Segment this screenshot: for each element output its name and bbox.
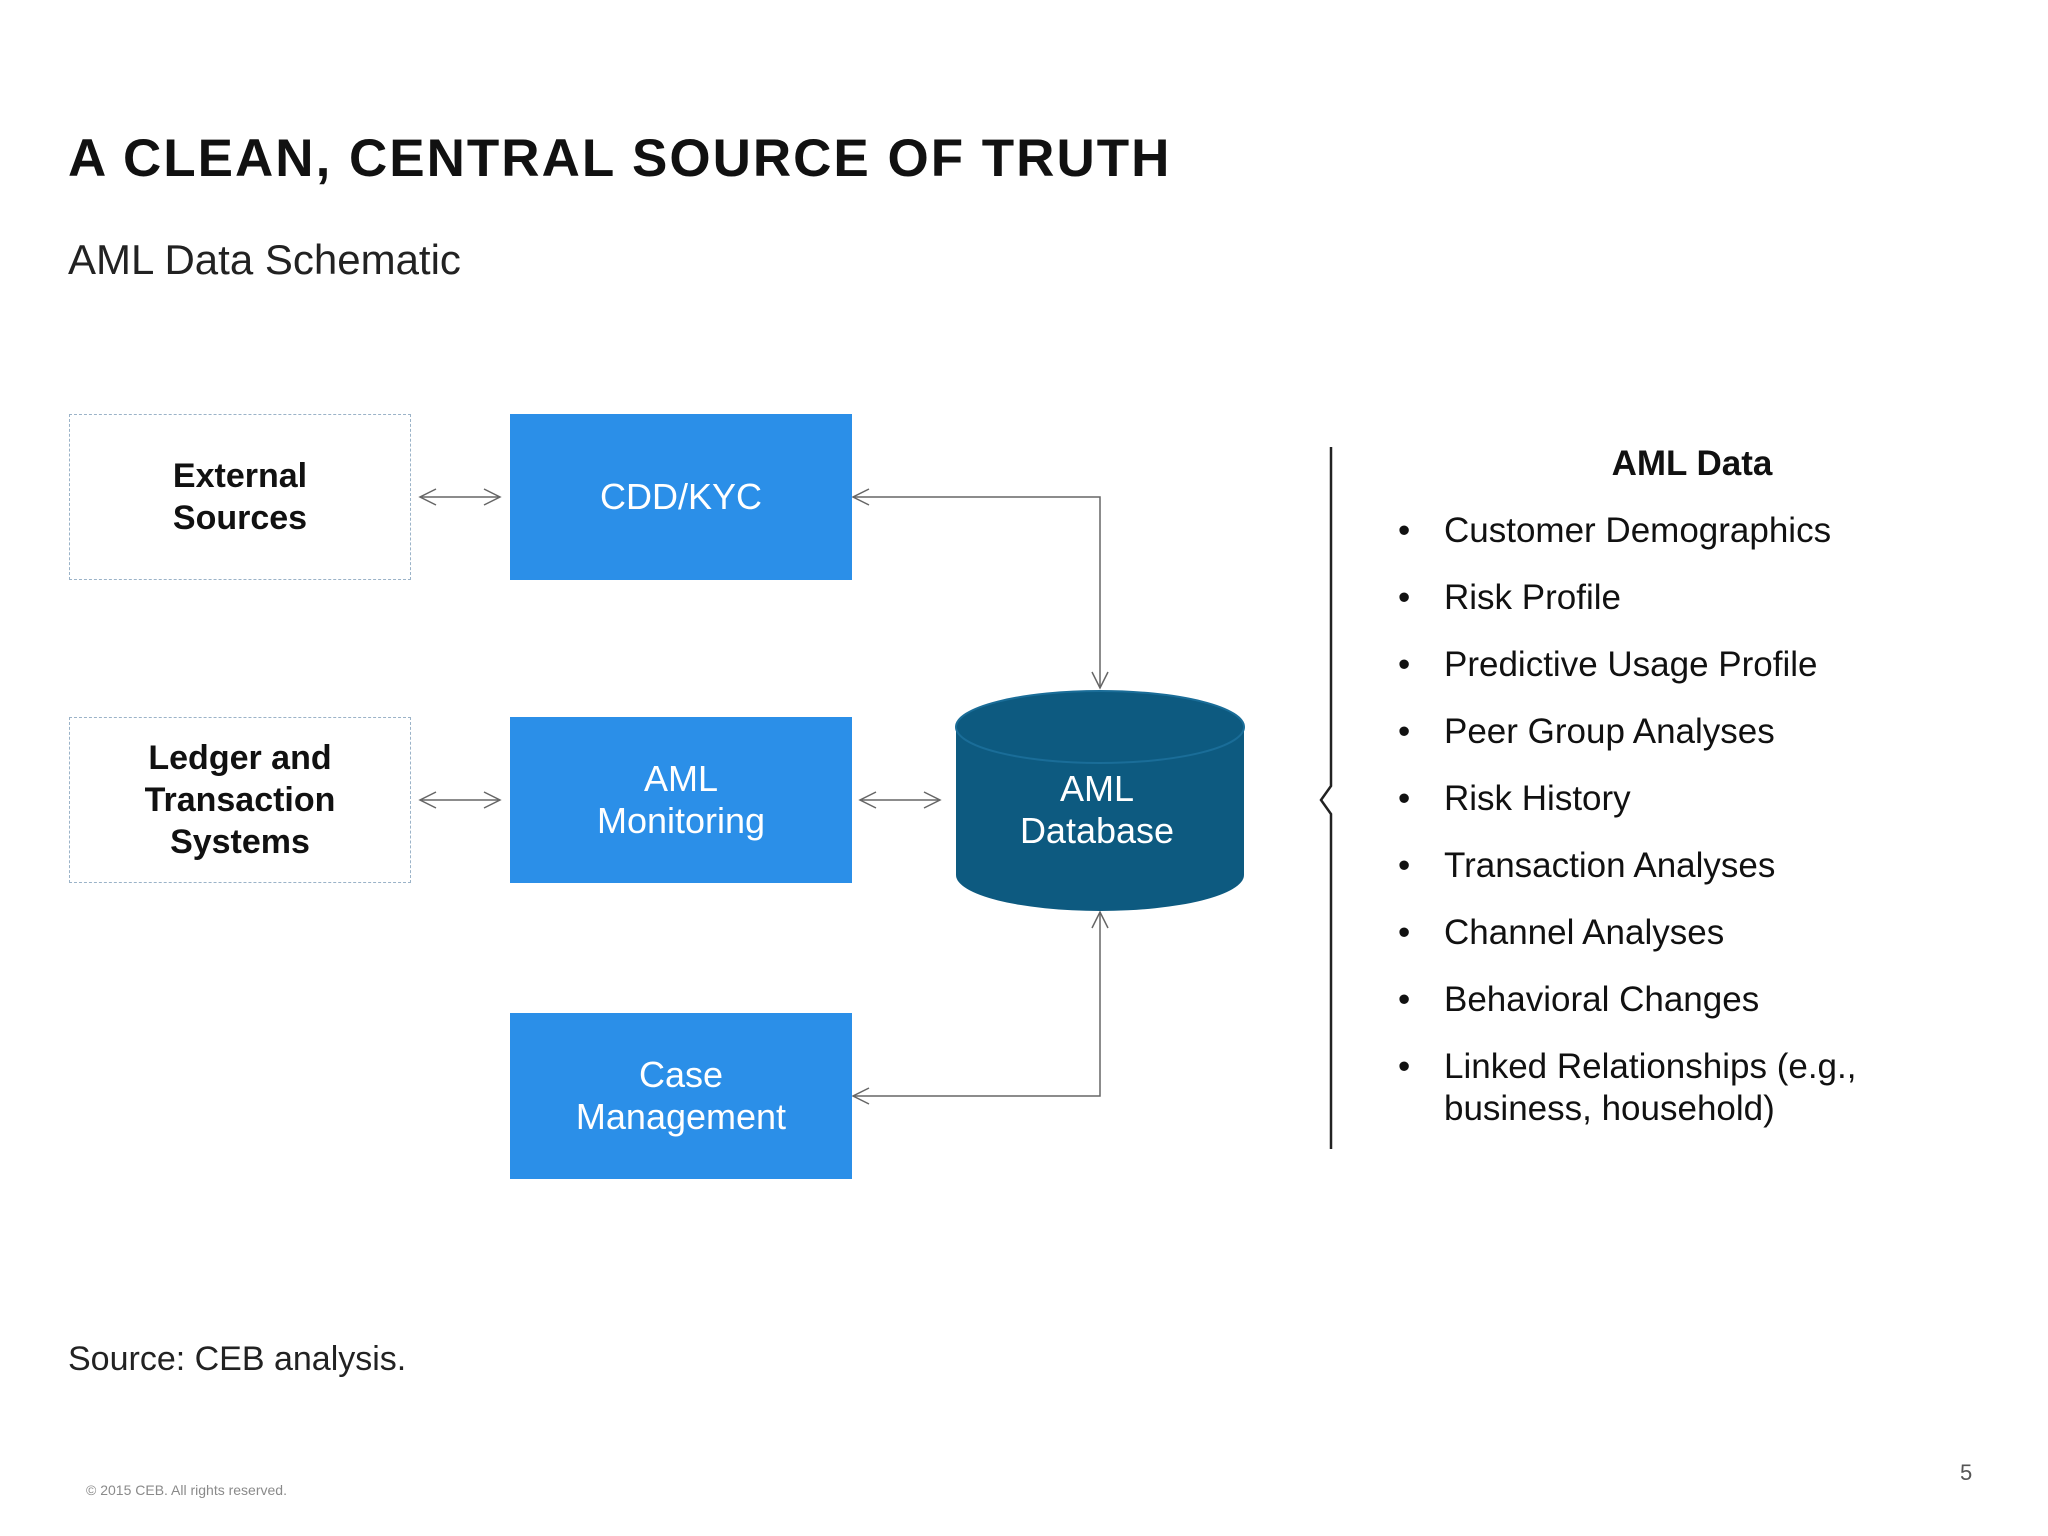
bullet-icon: • <box>1398 511 1411 550</box>
list-item: •Linked Relationships (e.g., business, h… <box>1398 1047 1857 1128</box>
aml-data-title: AML Data <box>1611 444 1773 483</box>
aml-data-list: •Customer Demographics •Risk Profile •Pr… <box>1398 510 1958 1155</box>
bullet-icon: • <box>1398 1047 1411 1086</box>
arrow-cdd-database <box>851 488 1109 690</box>
bullet-icon: • <box>1398 578 1411 617</box>
list-item: •Predictive Usage Profile <box>1398 645 1818 684</box>
page-number: 5 <box>1960 1460 1973 1485</box>
list-item: •Channel Analyses <box>1398 913 1725 952</box>
bullet-icon: • <box>1398 980 1411 1019</box>
aml-monitoring-box: AML Monitoring <box>510 717 852 883</box>
copyright: © 2015 CEB. All rights reserved. <box>86 1482 287 1498</box>
cdd-kyc-box: CDD/KYC <box>510 414 852 580</box>
source-note: Source: CEB analysis. <box>68 1340 407 1378</box>
bullet-icon: • <box>1398 846 1411 885</box>
slide-title: A CLEAN, CENTRAL SOURCE OF TRUTH <box>68 129 1172 188</box>
list-item: •Risk History <box>1398 779 1631 818</box>
list-item: •Transaction Analyses <box>1398 846 1776 885</box>
list-item: •Peer Group Analyses <box>1398 712 1775 751</box>
list-item: •Customer Demographics <box>1398 511 1832 550</box>
bullet-icon: • <box>1398 645 1411 684</box>
aml-database-cylinder <box>955 690 1245 911</box>
bullet-icon: • <box>1398 913 1411 952</box>
arrow-case-database <box>851 910 1109 1105</box>
list-item: •Risk Profile <box>1398 578 1621 617</box>
bullet-icon: • <box>1398 712 1411 751</box>
list-item: •Behavioral Changes <box>1398 980 1760 1019</box>
case-management-box: Case Management <box>510 1013 852 1179</box>
ledger-systems-box: Ledger and Transaction Systems <box>69 717 411 883</box>
external-sources-box: External Sources <box>69 414 411 580</box>
brace <box>1319 447 1333 1149</box>
bullet-icon: • <box>1398 779 1411 818</box>
aml-database-label: AML Database <box>1019 768 1175 851</box>
slide-subtitle: AML Data Schematic <box>68 236 461 283</box>
